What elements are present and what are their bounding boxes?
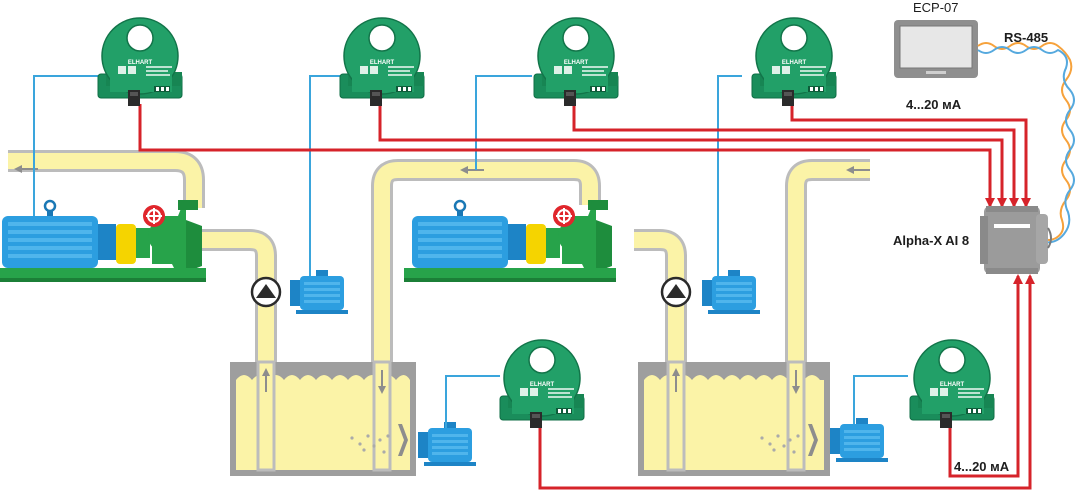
sensor-brand: ELHART	[370, 60, 395, 66]
discharge-pipe-right	[785, 159, 870, 370]
flow-arrow-icon	[846, 166, 870, 174]
io-module	[980, 206, 1052, 274]
sensor-brand: ELHART	[128, 60, 153, 66]
protocol-label: RS-485	[1004, 30, 1049, 45]
flow-arrow-icon	[672, 368, 680, 392]
pump-direction-icon	[250, 276, 282, 308]
sensor-brand: ELHART	[782, 60, 807, 66]
operator-panel	[894, 20, 978, 78]
flow-arrow-icon	[792, 370, 800, 394]
flow-arrow-icon	[378, 370, 386, 394]
suction-pipe-left	[200, 229, 277, 450]
sensor-brand-labels: ELHART ELHART ELHART ELHART ELHART ELHAR…	[128, 60, 965, 388]
sensor-brand: ELHART	[530, 382, 555, 388]
signal-label-top: 4...20 мА	[906, 97, 962, 112]
discharge-pipe-left	[8, 150, 205, 208]
flow-arrow-icon	[14, 165, 38, 173]
circulation-pump-motor-2	[702, 270, 760, 314]
rs485-cable	[977, 42, 1075, 244]
mixer-motor-2	[830, 418, 888, 462]
tank-left	[230, 360, 416, 476]
sensor-brand: ELHART	[564, 60, 589, 66]
bubbles-icon	[760, 434, 800, 454]
circulation-pump-motor-1	[290, 270, 348, 314]
suction-pipe-right	[634, 229, 687, 450]
module-label: Alpha-X AI 8	[893, 233, 970, 248]
signal-arrowheads	[985, 198, 1035, 284]
panel-label: ECP-07	[913, 0, 959, 15]
mixer-motor-1	[418, 422, 476, 466]
signal-wires	[138, 104, 1032, 490]
signal-label-bottom: 4...20 мА	[954, 459, 1010, 474]
flow-arrow-icon	[262, 368, 270, 392]
motor-pump-unit-right	[402, 198, 618, 284]
tank-right	[638, 360, 830, 476]
sensor-brand: ELHART	[940, 382, 965, 388]
discharge-pipe-middle	[371, 159, 601, 368]
flow-arrow-icon	[460, 166, 484, 174]
pump-direction-icon	[660, 276, 692, 308]
bubbles-icon	[350, 434, 390, 454]
motor-pump-unit-left	[0, 198, 208, 284]
